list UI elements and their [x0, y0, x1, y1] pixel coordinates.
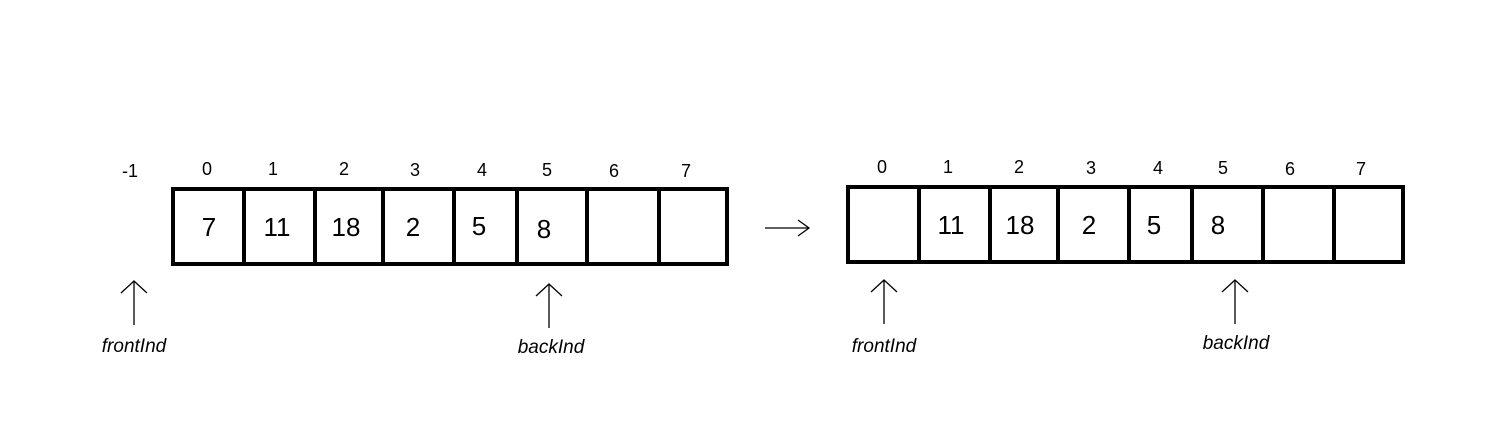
after-value-4: 5	[1147, 210, 1161, 240]
after-value-3: 2	[1082, 210, 1096, 240]
before-cell-7	[657, 187, 729, 266]
after-value-5: 8	[1211, 210, 1225, 240]
after-cell-0	[846, 185, 921, 264]
after-index-0: 0	[877, 157, 887, 177]
after-value-2: 18	[1006, 210, 1035, 240]
before-value-3: 2	[406, 212, 420, 242]
before-front-pointer-label: frontInd	[102, 336, 168, 357]
before-index-5: 5	[542, 160, 552, 180]
before-value-2: 18	[332, 212, 361, 242]
after-index-5: 5	[1218, 158, 1228, 178]
after-cell-1	[917, 185, 992, 264]
before-array: -1 0 1 2 3 4 5 6 7 7 11 18 2 5 8 frontIn…	[102, 159, 729, 358]
after-index-2: 2	[1014, 157, 1024, 177]
after-index-7: 7	[1356, 159, 1366, 179]
after-cell-6	[1261, 185, 1336, 264]
after-value-1: 11	[938, 210, 965, 240]
after-index-3: 3	[1086, 158, 1096, 178]
after-cell-7	[1332, 185, 1405, 264]
before-index-2: 2	[339, 159, 349, 179]
before-back-pointer-label: backInd	[518, 337, 586, 358]
before-value-1: 11	[264, 212, 291, 242]
after-index-6: 6	[1285, 159, 1295, 179]
before-cell-1	[242, 187, 317, 266]
before-cell-0	[171, 187, 246, 266]
before-index-4: 4	[477, 160, 487, 180]
after-back-pointer-arrow	[1221, 279, 1249, 324]
before-index-3: 3	[410, 160, 420, 180]
before-index-7: 7	[681, 161, 691, 181]
before-outer-index: -1	[122, 161, 138, 181]
transition-arrow	[765, 219, 811, 237]
after-front-pointer-arrow	[870, 279, 898, 324]
before-cell-6	[585, 187, 661, 266]
after-back-pointer-label: backInd	[1203, 333, 1271, 354]
before-index-6: 6	[609, 161, 619, 181]
before-value-4: 5	[472, 211, 486, 241]
after-array: 0 1 2 3 4 5 6 7 11 18 2 5 8 frontInd	[846, 157, 1405, 357]
after-index-1: 1	[943, 157, 953, 177]
after-front-pointer-label: frontInd	[852, 336, 918, 357]
before-cell-5	[515, 187, 589, 266]
before-front-pointer-arrow	[120, 280, 148, 325]
before-back-pointer-arrow	[535, 283, 563, 328]
after-index-4: 4	[1153, 158, 1163, 178]
before-value-0: 7	[202, 212, 216, 242]
after-cell-3	[1056, 185, 1131, 264]
before-cell-2	[313, 187, 385, 266]
before-cell-4	[452, 187, 519, 266]
after-cell-5	[1190, 185, 1265, 264]
before-index-1: 1	[268, 159, 278, 179]
before-index-0: 0	[202, 159, 212, 179]
before-value-5: 8	[537, 214, 551, 244]
